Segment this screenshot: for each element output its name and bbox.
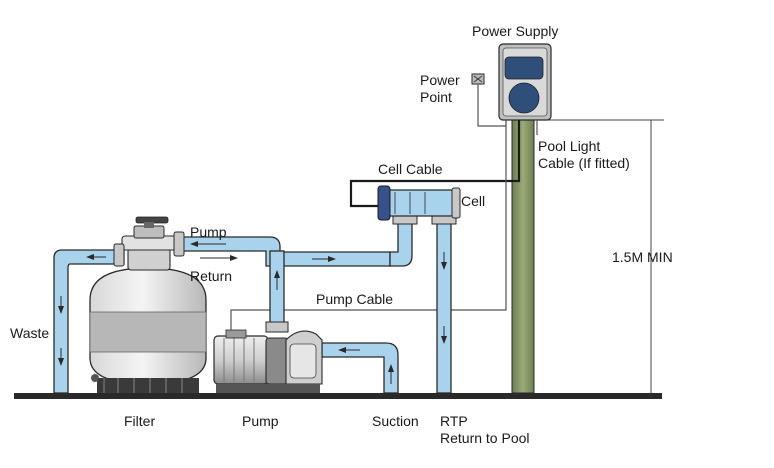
- flow-arrow-right-icon: [230, 255, 238, 261]
- suction-label: Suction: [372, 413, 419, 429]
- rtp-label: RTP: [440, 413, 468, 429]
- mounting-post: [511, 119, 535, 394]
- power-supply-unit: [498, 43, 552, 121]
- suction-pipe: [321, 342, 399, 394]
- pool-pump: [213, 329, 323, 393]
- min-height-label: 1.5M MIN: [612, 249, 673, 265]
- cell-cable-label: Cell Cable: [378, 161, 443, 177]
- return-to-pool-label: Return to Pool: [440, 430, 530, 446]
- multiport-valve: [113, 216, 185, 271]
- waste-down-arrow-icon: [58, 306, 64, 314]
- rtp-down-arrow-icon: [441, 262, 447, 270]
- riser-up-arrow-icon: [274, 270, 280, 278]
- flow-arrow-to-cell-icon: [328, 256, 336, 262]
- cell-label: Cell: [461, 193, 486, 209]
- flow-arrow-waste-left-icon: [86, 254, 94, 260]
- pool-light-label-line2: Cable (If fitted): [538, 155, 630, 171]
- power-supply-label: Power Supply: [472, 23, 559, 39]
- waste-pipe: [53, 249, 125, 394]
- cell-cable-line: [349, 120, 521, 208]
- power-point-label-line2: Point: [420, 89, 452, 105]
- suction-left-arrow-icon: [338, 347, 346, 353]
- return-flow-label: Return: [190, 268, 233, 284]
- filter-label: Filter: [124, 413, 156, 429]
- pump-flow-label: Pump: [190, 224, 227, 240]
- waste-down-arrow-2-icon: [58, 358, 64, 366]
- pump-label: Pump: [242, 413, 279, 429]
- suction-up-arrow-icon: [388, 364, 394, 372]
- cell-inlet-pipe: [389, 221, 413, 267]
- flow-arrow-left-icon: [190, 241, 198, 247]
- pool-light-label-line1: Pool Light: [538, 138, 601, 154]
- sand-filter: [89, 267, 207, 393]
- rtp-down-arrow-2-icon: [441, 336, 447, 344]
- power-point-label-line1: Power: [420, 72, 460, 88]
- return-to-pool-pipe: [436, 221, 452, 394]
- chlorinator-cell: [377, 185, 461, 221]
- pump-cable-line: [230, 120, 507, 340]
- waste-label: Waste: [10, 325, 50, 341]
- ground-line: [14, 393, 662, 399]
- pump-outlet-union: [265, 321, 289, 333]
- pump-cable-label: Pump Cable: [316, 291, 394, 307]
- pump-return-pipe: [177, 236, 391, 267]
